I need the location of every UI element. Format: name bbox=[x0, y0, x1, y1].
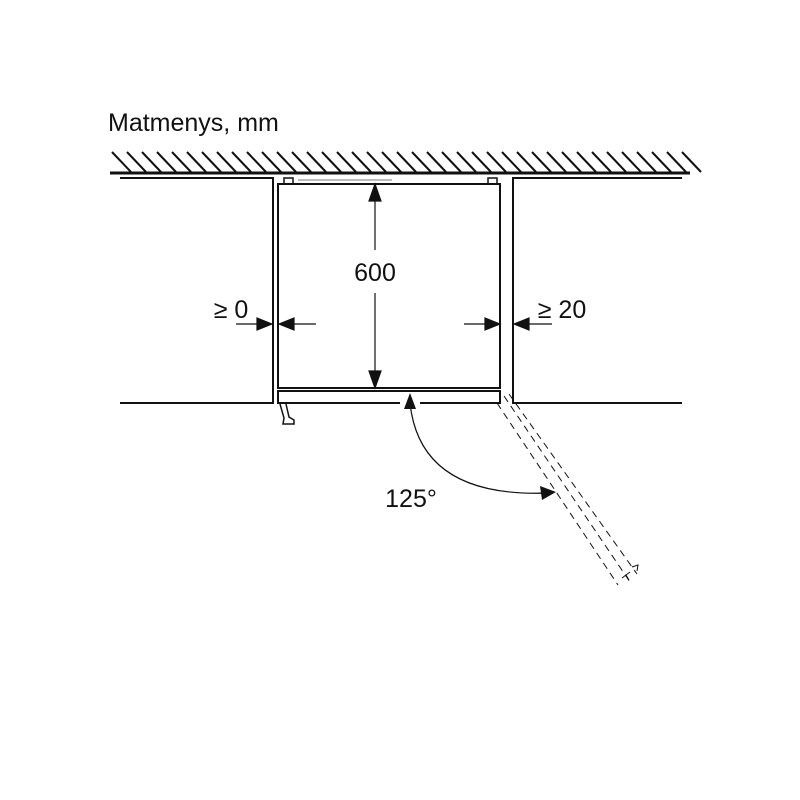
arrow-up-icon bbox=[404, 393, 416, 409]
hatch-mark bbox=[201, 151, 222, 173]
hatch-mark bbox=[501, 151, 522, 173]
depth-dimension bbox=[368, 182, 382, 390]
left-gap-dimension bbox=[236, 317, 316, 331]
door-swing-arc bbox=[400, 393, 556, 500]
hatch-mark bbox=[516, 151, 537, 173]
open-door-outline bbox=[496, 393, 638, 586]
hatch-mark bbox=[681, 151, 702, 173]
hatch-mark bbox=[321, 151, 342, 173]
arrow-right-icon bbox=[256, 317, 274, 331]
hatch-mark bbox=[486, 151, 507, 173]
hatch-mark bbox=[336, 151, 357, 173]
door-angle-label: 125° bbox=[385, 485, 437, 513]
hatch-mark bbox=[141, 151, 162, 173]
hatch-mark bbox=[231, 151, 252, 173]
hatch-mark bbox=[396, 151, 417, 173]
hatch-mark bbox=[276, 151, 297, 173]
arrow-left-icon bbox=[512, 317, 530, 331]
right-gap-label: ≥ 20 bbox=[538, 296, 586, 324]
appliance-body bbox=[277, 183, 501, 389]
right-cabinet bbox=[512, 177, 682, 404]
hatch-mark bbox=[576, 151, 597, 173]
hatch-mark bbox=[471, 151, 492, 173]
hatch-mark bbox=[186, 151, 207, 173]
hatch-mark bbox=[366, 151, 387, 173]
hatch-mark bbox=[291, 151, 312, 173]
right-gap-dimension bbox=[464, 317, 552, 331]
arrow-right-icon bbox=[484, 317, 502, 331]
hatch-mark bbox=[456, 151, 477, 173]
depth-label: 600 bbox=[354, 259, 396, 287]
left-handle bbox=[279, 403, 295, 425]
hatch-mark bbox=[126, 151, 147, 173]
hatch-mark bbox=[441, 151, 462, 173]
left-cabinet bbox=[120, 177, 274, 404]
spacer-right bbox=[487, 177, 498, 185]
hatch-mark bbox=[411, 151, 432, 173]
hatch-mark bbox=[111, 151, 132, 173]
spacer-left bbox=[283, 177, 294, 185]
hatch-mark bbox=[651, 151, 672, 173]
arrow-left-icon bbox=[277, 317, 295, 331]
hatch-mark bbox=[666, 151, 687, 173]
hatch-mark bbox=[381, 151, 402, 173]
hatch-mark bbox=[561, 151, 582, 173]
hatch-mark bbox=[546, 151, 567, 173]
arrow-up-icon bbox=[368, 182, 382, 202]
hatch-mark bbox=[156, 151, 177, 173]
hatch-mark bbox=[306, 151, 327, 173]
hatch-mark bbox=[621, 151, 642, 173]
hatch-mark bbox=[351, 151, 372, 173]
hatch-mark bbox=[591, 151, 612, 173]
hatch-mark bbox=[216, 151, 237, 173]
hatch-mark bbox=[261, 151, 282, 173]
hatch-mark bbox=[531, 151, 552, 173]
open-door-handle bbox=[621, 564, 639, 581]
hatch-mark bbox=[171, 151, 192, 173]
appliance-door bbox=[277, 390, 501, 404]
diagram-title: Matmenys, mm bbox=[108, 109, 279, 137]
left-gap-label: ≥ 0 bbox=[214, 296, 249, 324]
wall-hatch bbox=[111, 151, 702, 173]
arrow-down-icon bbox=[368, 370, 382, 390]
arrow-right-icon bbox=[540, 486, 556, 500]
hatch-mark bbox=[246, 151, 267, 173]
hatch-mark bbox=[636, 151, 657, 173]
hatch-mark bbox=[426, 151, 447, 173]
hatch-mark bbox=[606, 151, 627, 173]
